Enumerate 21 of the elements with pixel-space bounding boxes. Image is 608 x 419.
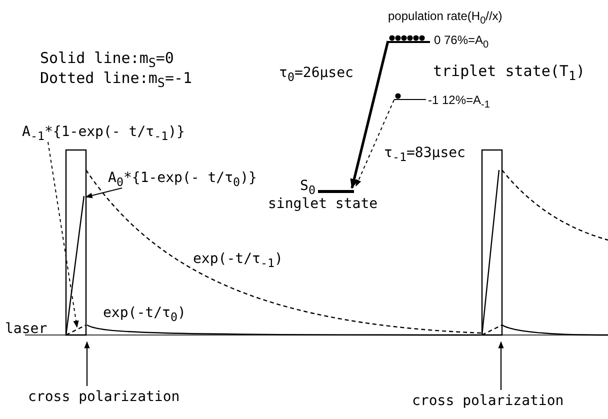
state-name: triplet state(T$_{1}$) — [433, 63, 586, 84]
transition-arrow — [356, 100, 394, 187]
legend-text: Dotted line:m$_{S}$=-1 — [40, 70, 192, 91]
formula-text: A$_{0}$*{1-exp(- t/τ$_{0}$)} — [108, 170, 257, 190]
state-name: singlet state — [268, 196, 378, 212]
level-label: 0 76%=A$_{0}$ — [434, 32, 489, 52]
leader-arrow — [85, 187, 122, 198]
column-heading: population rate(H$_{0}$//x) — [388, 8, 502, 28]
callout-text: cross polarization — [28, 389, 180, 405]
legend-text: Solid line:m$_{S}$=0 — [40, 50, 174, 71]
state-symbol: S$_{0}$ — [300, 178, 316, 197]
callout-text: cross polarization — [412, 393, 564, 409]
leader-arrow — [48, 142, 79, 328]
axis-label: laser — [5, 321, 48, 337]
leader-arrow — [84, 341, 90, 386]
curve-label: exp(-t/τ$_{-1}$) — [193, 251, 283, 271]
curve-label: exp(-t/τ$_{0}$) — [103, 305, 186, 325]
formula-text: A$_{-1}$*{1-exp(- t/τ$_{-1}$)} — [22, 124, 185, 144]
transition-arrow — [350, 40, 390, 189]
level-label: -1 12%=A$_{-1}$ — [428, 92, 490, 112]
leader-arrow — [498, 341, 504, 390]
